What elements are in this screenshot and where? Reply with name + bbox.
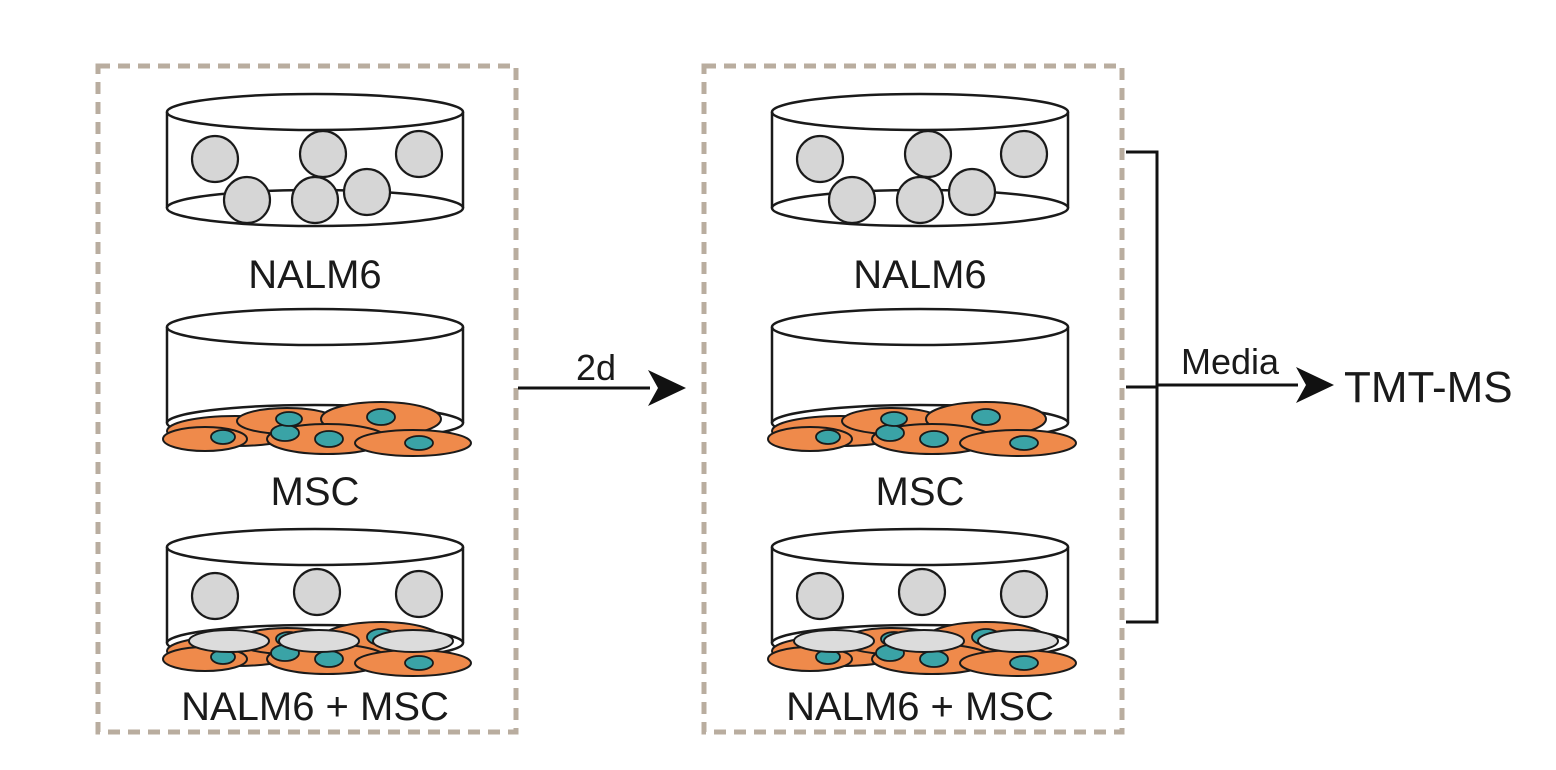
panel-before xyxy=(95,63,519,735)
suspension-cell xyxy=(190,134,240,184)
adherent-cell xyxy=(188,629,270,653)
dish-label: NALM6 + MSC xyxy=(786,685,1054,729)
suspension-cell xyxy=(394,569,444,619)
suspension-cell xyxy=(897,567,947,617)
suspension-cell xyxy=(290,175,340,225)
collection-arrow: Media xyxy=(1157,341,1334,403)
stromal-nucleus xyxy=(815,429,841,445)
suspension-cell xyxy=(222,175,272,225)
dish-label: NALM6 + MSC xyxy=(181,685,449,729)
stromal-nucleus xyxy=(971,408,1001,426)
dish-rim xyxy=(165,307,465,347)
dish-after-1: MSC xyxy=(767,307,1077,514)
suspension-cell xyxy=(298,129,348,179)
stromal-nucleus xyxy=(1009,435,1039,451)
dish-before-0: NALM6 xyxy=(165,92,465,297)
suspension-cell xyxy=(342,167,392,217)
stromal-nucleus xyxy=(366,408,396,426)
suspension-cell xyxy=(394,129,444,179)
adherent-cell xyxy=(977,629,1059,653)
stromal-nucleus xyxy=(880,411,908,427)
suspension-cell xyxy=(795,571,845,621)
stromal-nucleus xyxy=(404,435,434,451)
incubation-label: 2d xyxy=(576,347,616,388)
dish-rim xyxy=(165,527,465,567)
suspension-cell xyxy=(947,167,997,217)
suspension-cell xyxy=(903,129,953,179)
stromal-nucleus xyxy=(210,429,236,445)
suspension-cell xyxy=(827,175,877,225)
stromal-nucleus xyxy=(314,650,344,668)
dish-label: NALM6 xyxy=(248,253,381,297)
stromal-nucleus xyxy=(1009,655,1039,671)
suspension-cell xyxy=(190,571,240,621)
dish-label: MSC xyxy=(876,470,965,514)
stromal-nucleus xyxy=(875,424,905,442)
suspension-cell xyxy=(999,569,1049,619)
media-collection-bracket xyxy=(1126,150,1159,624)
collection-label: Media xyxy=(1181,341,1280,382)
stromal-nucleus xyxy=(919,430,949,448)
dish-rim xyxy=(770,92,1070,132)
dish-before-1: MSC xyxy=(162,307,472,514)
dish-label: MSC xyxy=(271,470,360,514)
stromal-nucleus xyxy=(404,655,434,671)
stromal-nucleus xyxy=(919,650,949,668)
adherent-cell xyxy=(278,629,360,653)
adherent-cell xyxy=(793,629,875,653)
suspension-cell xyxy=(795,134,845,184)
dish-after-2: NALM6 + MSC xyxy=(767,527,1077,729)
suspension-cell xyxy=(895,175,945,225)
dish-rim xyxy=(770,307,1070,347)
dish-rim xyxy=(165,92,465,132)
output-label: TMT-MS xyxy=(1344,363,1513,412)
dish-label: NALM6 xyxy=(853,253,986,297)
stromal-nucleus xyxy=(314,430,344,448)
suspension-cell xyxy=(292,567,342,617)
dish-after-0: NALM6 xyxy=(770,92,1070,297)
dish-before-2: NALM6 + MSC xyxy=(162,527,472,729)
panel-after xyxy=(701,63,1125,735)
suspension-cell xyxy=(999,129,1049,179)
dish-rim xyxy=(770,527,1070,567)
incubation-arrow: 2d xyxy=(518,347,686,406)
stromal-nucleus xyxy=(275,411,303,427)
adherent-cell xyxy=(883,629,965,653)
adherent-cell xyxy=(372,629,454,653)
stromal-nucleus xyxy=(270,424,300,442)
